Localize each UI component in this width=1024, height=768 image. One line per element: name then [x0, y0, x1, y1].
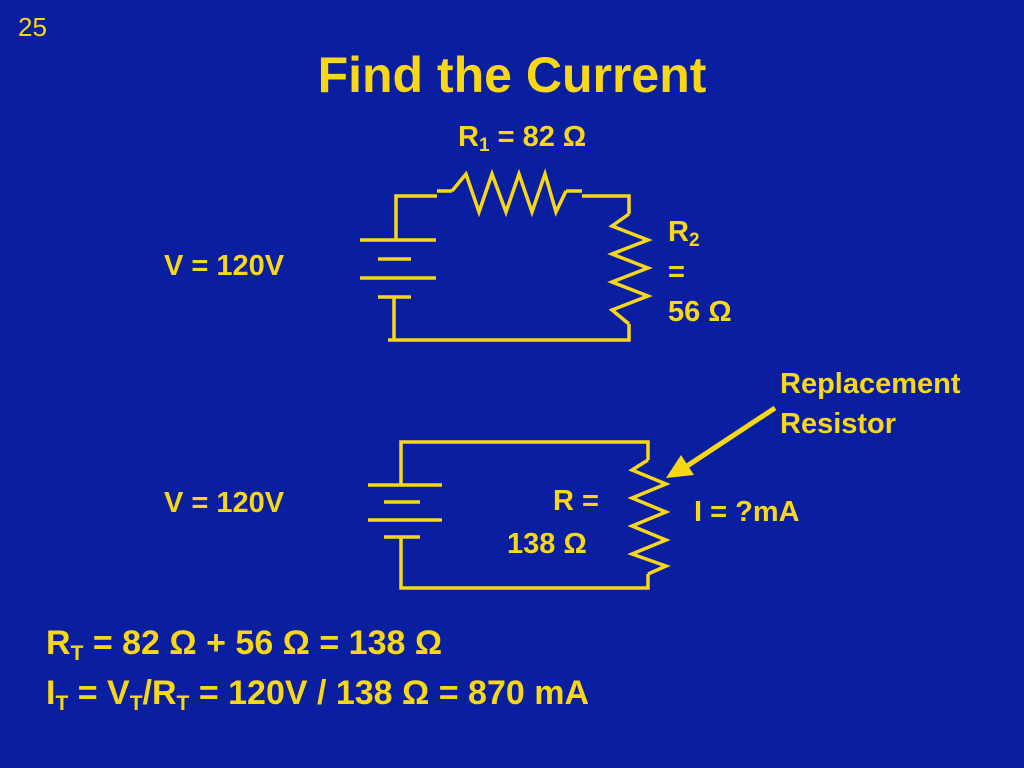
circuit1-resistor-r2	[607, 212, 653, 326]
circuit2-wire-top	[399, 440, 650, 485]
r1-label: R1 = 82 Ω	[458, 121, 587, 156]
req-label-line2: 138 Ω	[507, 528, 587, 560]
equation-total-current: IT = VT/RT = 120V / 138 Ω = 870 mA	[46, 676, 589, 714]
circuit1-wire-top-right	[582, 194, 631, 214]
r2-value: 56 Ω	[668, 296, 732, 328]
req-label-line1: R =	[553, 485, 599, 517]
eq-it-slash-r: /R	[142, 674, 177, 712]
callout-arrow-shaft	[682, 405, 777, 471]
circuit1-wire-top-left	[394, 194, 437, 240]
circuit2-resistor-req	[627, 458, 671, 576]
eq-it-rest: = 120V / 138 Ω = 870 mA	[189, 674, 590, 712]
callout-resistor: Resistor	[780, 408, 897, 440]
circuit2-voltage-label: V = 120V	[164, 487, 285, 519]
r2-equals: =	[668, 256, 685, 288]
eq-it-subscript-r: T	[176, 692, 190, 715]
r1-value: = 82 Ω	[489, 121, 587, 153]
eq-it-eq-v: = V	[68, 674, 130, 712]
eq-rt-rest: = 82 Ω + 56 Ω = 138 Ω	[83, 624, 443, 662]
eq-rt-subscript: T	[70, 642, 84, 665]
r2-subscript: 2	[688, 230, 700, 251]
circuit2-wire-bottom	[399, 537, 650, 590]
circuit1-voltage-label: V = 120V	[164, 250, 285, 282]
eq-it-subscript-i: T	[55, 692, 69, 715]
r2-label: R2	[668, 216, 700, 251]
eq-it-symbol: I	[46, 674, 56, 712]
callout-arrow-head	[666, 455, 694, 478]
eq-rt-symbol: R	[46, 624, 71, 662]
r2-symbol: R	[668, 216, 689, 248]
slide-title: Find the Current	[317, 47, 707, 103]
r1-subscript: 1	[478, 135, 490, 156]
r1-symbol: R	[458, 121, 479, 153]
eq-it-subscript-v: T	[129, 692, 143, 715]
current-unknown-label: I = ?mA	[694, 496, 800, 528]
circuit1-wire-bottom	[388, 324, 631, 342]
callout-replacement: Replacement	[780, 368, 961, 400]
circuit1-resistor-r1	[450, 168, 568, 218]
equation-total-resistance: RT = 82 Ω + 56 Ω = 138 Ω	[46, 626, 442, 664]
slide-number: 25	[18, 12, 47, 42]
